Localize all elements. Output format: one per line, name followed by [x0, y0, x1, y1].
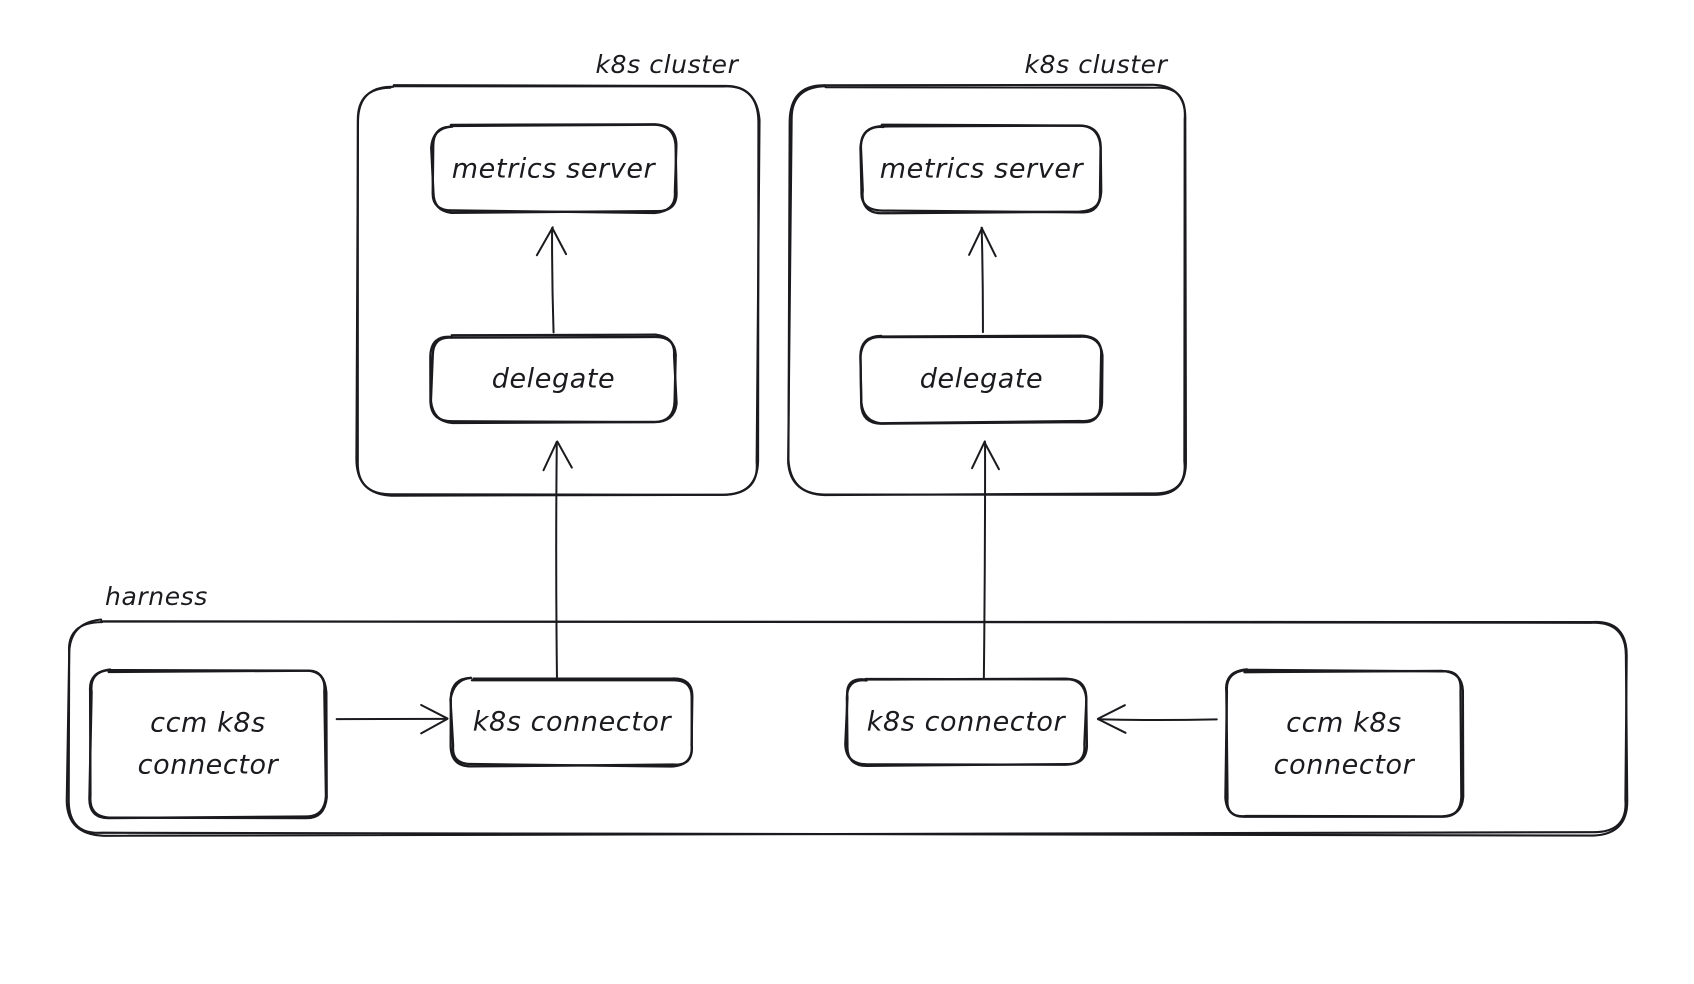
- node-label: ccm k8s: [1286, 708, 1402, 739]
- arrow-head: [551, 227, 568, 256]
- group-label-k8s-cluster-left: k8s cluster: [596, 50, 740, 79]
- arrow-shaft: [1097, 718, 1218, 722]
- arrow-head: [420, 717, 449, 735]
- node-background: [431, 125, 676, 213]
- connector-delegate-to-metrics-right: [968, 226, 997, 334]
- arrow-head: [968, 226, 984, 256]
- node-background: [451, 678, 693, 766]
- node-background: [862, 125, 1101, 212]
- node-outline: [859, 123, 1102, 215]
- node-outline: [859, 334, 1103, 425]
- node-metrics-server-left[interactable]: metrics server: [430, 123, 678, 215]
- node-label: connector: [1274, 750, 1416, 781]
- node-background: [1226, 670, 1462, 818]
- node-ccm-k8s-connector-left[interactable]: ccm k8s connector: [88, 668, 328, 820]
- connector-k8s-connector-to-delegate-left: [542, 440, 573, 678]
- node-label: connector: [138, 750, 280, 781]
- node-delegate-right[interactable]: delegate: [859, 334, 1104, 425]
- group-k8s-cluster-left: k8s cluster: [355, 50, 761, 497]
- arrow-head: [420, 703, 449, 720]
- arrow-head: [980, 226, 997, 258]
- node-k8s-connector-left[interactable]: k8s connector: [449, 676, 694, 768]
- connector-ccm-to-k8s-connector-right: [1097, 704, 1218, 734]
- node-label: metrics server: [452, 154, 657, 185]
- node-background: [861, 335, 1102, 423]
- arrow-head: [542, 440, 558, 472]
- arrow-shaft: [555, 441, 558, 678]
- node-background: [90, 670, 327, 818]
- node-outline: [429, 335, 677, 424]
- node-label: delegate: [920, 364, 1044, 395]
- arrow-shaft: [982, 441, 987, 679]
- node-outline: [845, 677, 1089, 768]
- node-outline: [449, 676, 694, 768]
- node-label: delegate: [492, 364, 616, 395]
- arrow-head: [1097, 718, 1127, 734]
- connector-delegate-to-metrics-left: [535, 226, 568, 334]
- arrow-head: [983, 441, 1000, 471]
- node-label: metrics server: [880, 154, 1085, 185]
- arrow-head: [556, 440, 573, 469]
- arrow-head: [971, 440, 986, 470]
- group-outline: [67, 618, 1629, 837]
- arrow-shaft: [551, 227, 555, 334]
- connector-ccm-to-k8s-connector-left: [335, 703, 449, 735]
- group-k8s-cluster-right: k8s cluster: [787, 50, 1187, 497]
- group-label-harness: harness: [105, 582, 208, 611]
- node-background: [431, 335, 675, 423]
- node-metrics-server-right[interactable]: metrics server: [859, 123, 1103, 215]
- node-outline: [1225, 668, 1463, 818]
- node-label: ccm k8s: [150, 708, 266, 739]
- node-label: k8s connector: [867, 707, 1067, 738]
- node-delegate-left[interactable]: delegate: [429, 333, 678, 425]
- group-outline: [356, 85, 760, 496]
- group-label-k8s-cluster-right: k8s cluster: [1025, 50, 1169, 79]
- group-outline: [787, 84, 1186, 497]
- node-outline: [88, 668, 328, 820]
- node-ccm-k8s-connector-right[interactable]: ccm k8s connector: [1224, 668, 1465, 818]
- node-k8s-connector-right[interactable]: k8s connector: [844, 677, 1089, 768]
- connector-k8s-connector-to-delegate-right: [971, 440, 1000, 679]
- arrow-shaft: [980, 227, 984, 334]
- node-label: k8s connector: [473, 707, 673, 738]
- arrow-head: [535, 226, 554, 257]
- node-outline: [431, 123, 678, 215]
- arrow-head: [1097, 704, 1126, 720]
- node-background: [845, 678, 1087, 766]
